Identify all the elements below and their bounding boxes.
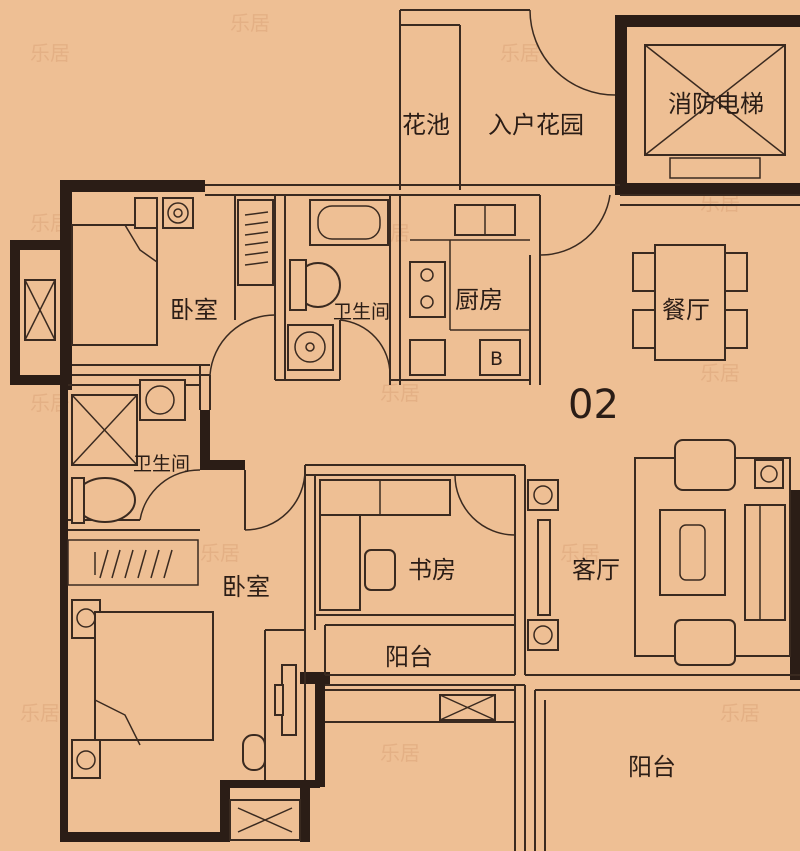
watermark: 乐居 xyxy=(380,741,420,765)
label-balcony-study: 阳台 xyxy=(385,643,433,671)
living-sofa-set xyxy=(634,439,791,666)
label-balcony-living: 阳台 xyxy=(628,753,676,781)
interior-lines xyxy=(67,9,800,851)
watermark: 乐居 xyxy=(700,361,740,385)
label-dining: 餐厅 xyxy=(662,296,710,324)
label-flower-pool: 花池 xyxy=(402,111,450,139)
watermark: 乐居 xyxy=(560,541,600,565)
label-living: 客厅 xyxy=(572,556,620,584)
walls xyxy=(10,15,800,842)
label-kitchen: 厨房 xyxy=(455,286,503,314)
wardrobe-north xyxy=(237,199,274,286)
watermark: 乐居 xyxy=(30,41,70,65)
label-bathroom-north: 卫生间 xyxy=(333,301,390,323)
watermark: 乐居 xyxy=(200,541,240,565)
label-bathroom-west: 卫生间 xyxy=(133,453,190,475)
bed-north xyxy=(71,197,194,346)
label-fire-elevator: 消防电梯 xyxy=(668,90,764,118)
label-entry-garden: 入户花园 xyxy=(488,111,584,139)
kitchen-appliance-label: B xyxy=(490,348,503,370)
label-study: 书房 xyxy=(408,556,456,584)
dining-table xyxy=(632,244,748,361)
kitchen-fixtures: B xyxy=(409,204,521,376)
unit-number: 02 xyxy=(568,382,619,428)
ac-unit-west xyxy=(24,279,56,341)
watermark: 乐居 xyxy=(720,701,760,725)
ac-unit-balcony xyxy=(439,694,496,721)
living-tv-wall xyxy=(527,479,559,651)
watermark: 乐居 xyxy=(500,41,540,65)
label-bedroom-south: 卧室 xyxy=(222,573,270,601)
bathroom-north-fixtures xyxy=(287,199,389,371)
watermark: 乐居 xyxy=(230,11,270,35)
bathroom-west-fixtures xyxy=(71,379,186,524)
study-desk xyxy=(319,479,451,611)
watermark: 乐居 xyxy=(20,701,60,725)
label-bedroom-north: 卧室 xyxy=(170,296,218,324)
bed-south xyxy=(71,599,214,779)
elevator-shaft xyxy=(644,44,786,179)
wardrobe-south xyxy=(94,549,173,579)
tv-bedroom-south xyxy=(242,664,297,771)
